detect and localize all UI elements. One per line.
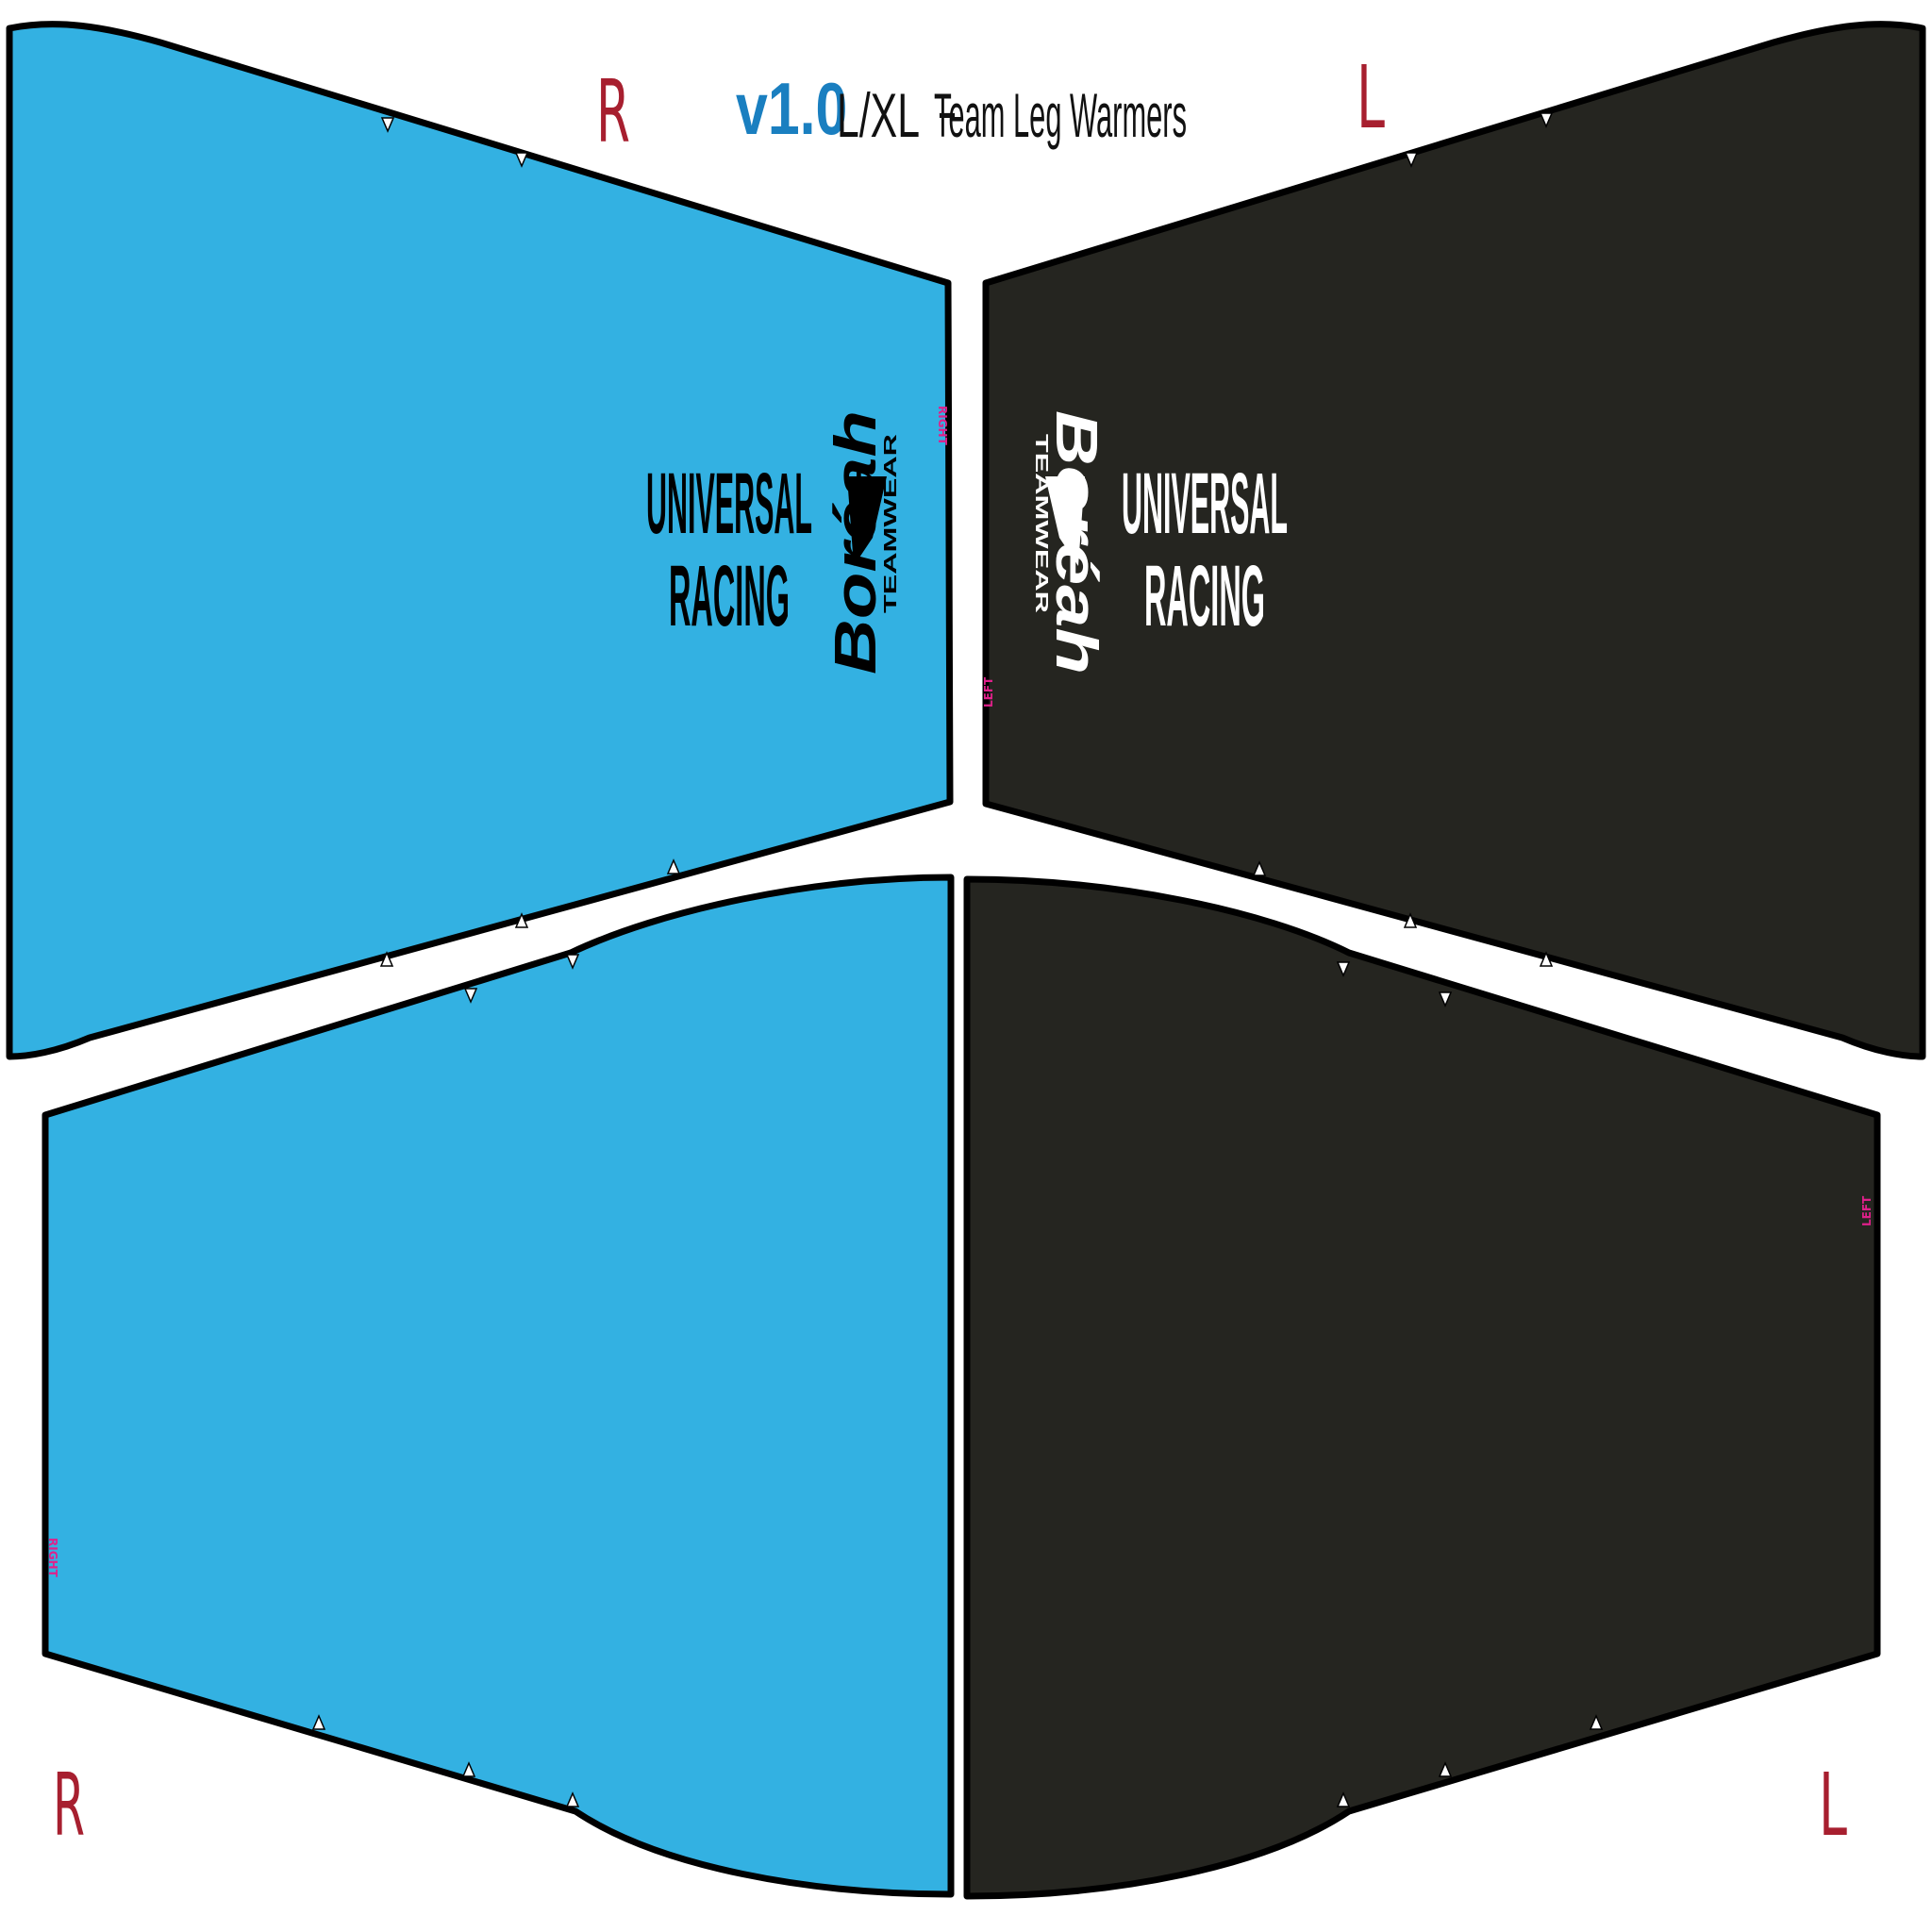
team-name-line2: RACING [669, 548, 790, 644]
notch-marker [380, 117, 395, 133]
header-separator: - [937, 75, 958, 145]
notch-marker [1336, 961, 1351, 977]
brand-subline: TEAMWEAR [881, 434, 900, 613]
notch-marker [565, 1791, 580, 1807]
size-label: L/XL [837, 80, 920, 150]
team-name-line1: UNIVERSAL [646, 456, 812, 552]
notch-marker [1404, 152, 1419, 168]
edge-tag-right-top: RIGHT [936, 406, 949, 446]
side-letter-l-top: L [1357, 47, 1385, 148]
side-letter-r-top: R [596, 61, 630, 162]
panel-right-leg-lower [42, 874, 955, 1898]
notch-marker [1539, 112, 1554, 128]
team-name-line1: UNIVERSAL [1122, 456, 1288, 552]
notch-marker [1252, 860, 1267, 876]
team-logo-left-panel: UNIVERSAL RACING Boréah TEAMWEAR [1032, 410, 1288, 675]
brand-subline: TEAMWEAR [1032, 434, 1051, 613]
team-name-line2: RACING [1144, 548, 1265, 644]
brand-swoosh-icon [847, 476, 887, 566]
side-letter-l-bottom: L [1819, 1755, 1847, 1856]
product-title: Team Leg Warmers [934, 80, 1187, 150]
notch-marker [311, 1714, 326, 1730]
panel-left-leg-lower [963, 875, 1881, 1900]
notch-marker [1539, 951, 1554, 967]
edge-tag-right-bottom: RIGHT [46, 1538, 59, 1578]
notch-marker [1336, 1791, 1351, 1807]
notch-marker [1589, 1714, 1604, 1730]
edge-tag-left-bottom: LEFT [1860, 1195, 1874, 1226]
notch-marker [1438, 991, 1453, 1008]
notch-marker [565, 954, 580, 970]
notch-marker [1403, 912, 1418, 928]
edge-tag-left-top: LEFT [982, 676, 995, 708]
notch-markers [311, 112, 1604, 1807]
version-label: v1.0 [736, 68, 847, 150]
notch-marker [379, 951, 394, 967]
notch-marker [514, 152, 529, 168]
notch-marker [463, 988, 478, 1004]
team-logo-right-panel: UNIVERSAL RACING Boréah TEAMWEAR [646, 410, 900, 675]
panel-right-leg-upper [6, 21, 954, 1060]
notch-marker [1438, 1761, 1453, 1777]
notch-marker [514, 912, 529, 928]
brand-swoosh-icon [1045, 476, 1085, 566]
notch-marker [666, 858, 681, 874]
notch-marker [461, 1761, 476, 1777]
side-letter-r-bottom: R [53, 1755, 85, 1856]
panel-left-leg-upper [982, 21, 1926, 1060]
